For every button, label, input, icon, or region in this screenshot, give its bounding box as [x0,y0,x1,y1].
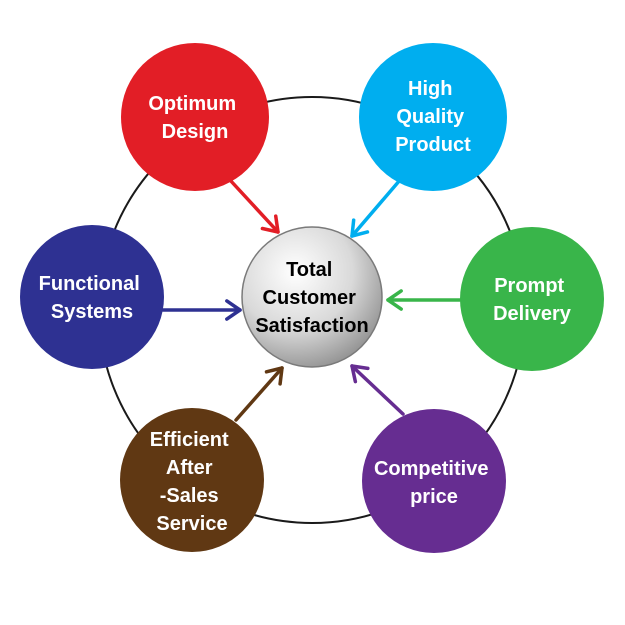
arrow-head [225,299,242,321]
node-label-line: Competitive [374,458,488,480]
node-label-line: Prompt [494,275,564,297]
node-competitive-price: Competitive price [362,409,506,553]
node-label-line: Quality [396,106,465,128]
arrow-shaft [350,178,402,238]
arrow-head [350,364,370,384]
node-label-line: High [408,78,452,100]
node-circle [121,43,269,191]
node-label-line: Delivery [493,303,572,325]
node-functional-systems: Functional Systems [20,225,164,369]
node-label-line: After [166,457,213,479]
arrow-head [386,289,403,311]
node-high-quality-product: High Quality Product [359,43,507,191]
node-optimum-design: Optimum Design [121,43,269,191]
node-label-line: Design [162,121,229,143]
center-label-line: Total [286,259,332,281]
arrow-shaft [228,178,280,234]
arrows-layer [161,178,462,422]
arrow-head [260,214,280,234]
arrow-shaft [350,364,405,416]
arrow-head [264,366,284,386]
center-circle [241,226,383,368]
node-efficient-after-sales-service: Efficient After -Sales Service [120,408,264,552]
node-label-line: -Sales [160,485,219,507]
node-label: Competitive price [374,458,494,508]
node-circle [120,408,264,552]
node-label-line: price [410,486,458,508]
node-label-line: Service [156,513,227,535]
center-node: Total Customer Satisfaction [241,226,383,368]
node-circle [460,227,604,371]
node-label-line: Functional [39,273,140,295]
center-label-line: Satisfaction [255,315,368,337]
node-prompt-delivery: Prompt Delivery [460,227,604,371]
node-label-line: Efficient [150,429,229,451]
node-label: Efficient After -Sales Service [150,429,234,535]
node-label-line: Product [395,134,471,156]
node-circle [362,409,506,553]
node-label-line: Systems [51,301,133,323]
node-label: Functional Systems [39,273,146,323]
node-circle [359,43,507,191]
node-label-line: Optimum [148,93,236,115]
arrow-shaft [234,366,284,422]
node-circle [20,225,164,369]
center-label-line: Customer [263,287,357,309]
arrow-head [350,218,370,238]
node-label: Prompt Delivery [493,275,572,325]
node-label: High Quality Product [395,78,471,156]
node-label: Optimum Design [148,93,241,143]
center-label: Total Customer Satisfaction [255,259,368,337]
